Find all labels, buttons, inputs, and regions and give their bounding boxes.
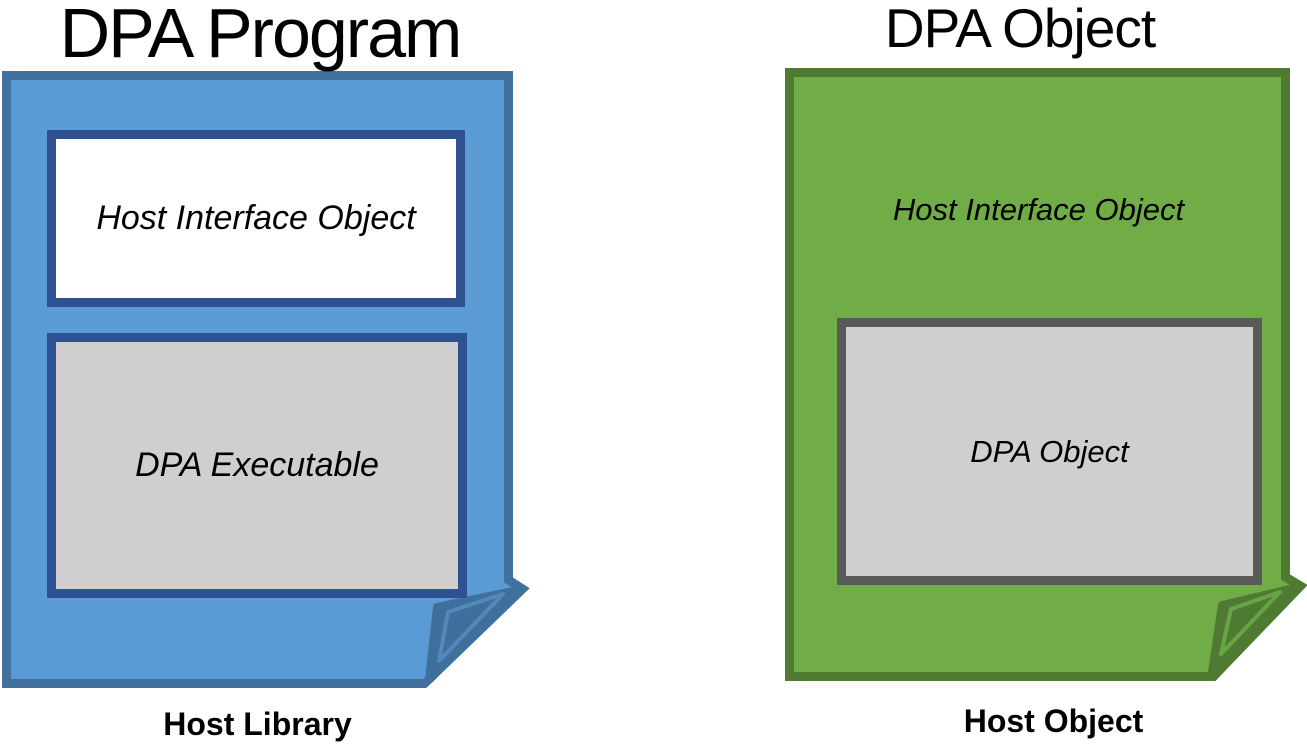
green-fold-inner-line xyxy=(1219,590,1282,656)
right-title: DPA Object xyxy=(884,0,1156,59)
host-interface-object-box-label: Host Interface Object xyxy=(96,199,416,237)
dpa-object-box-label: DPA Object xyxy=(970,433,1129,469)
dpa-executable-box-label: DPA Executable xyxy=(135,446,379,484)
host-interface-object-label-text: Host Interface Object xyxy=(892,192,1185,227)
dpa-object-box: DPA Object xyxy=(837,318,1262,585)
host-object-caption: Host Object xyxy=(963,703,1144,739)
left-title: DPA Program xyxy=(59,0,463,72)
host-interface-object-label: Host Interface Object xyxy=(790,182,1287,238)
blue-fold-inner-line xyxy=(437,592,505,663)
dpa-executable-box: DPA Executable xyxy=(47,333,467,598)
host-interface-object-box: Host Interface Object xyxy=(47,130,465,307)
host-library-caption: Host Library xyxy=(163,706,352,742)
